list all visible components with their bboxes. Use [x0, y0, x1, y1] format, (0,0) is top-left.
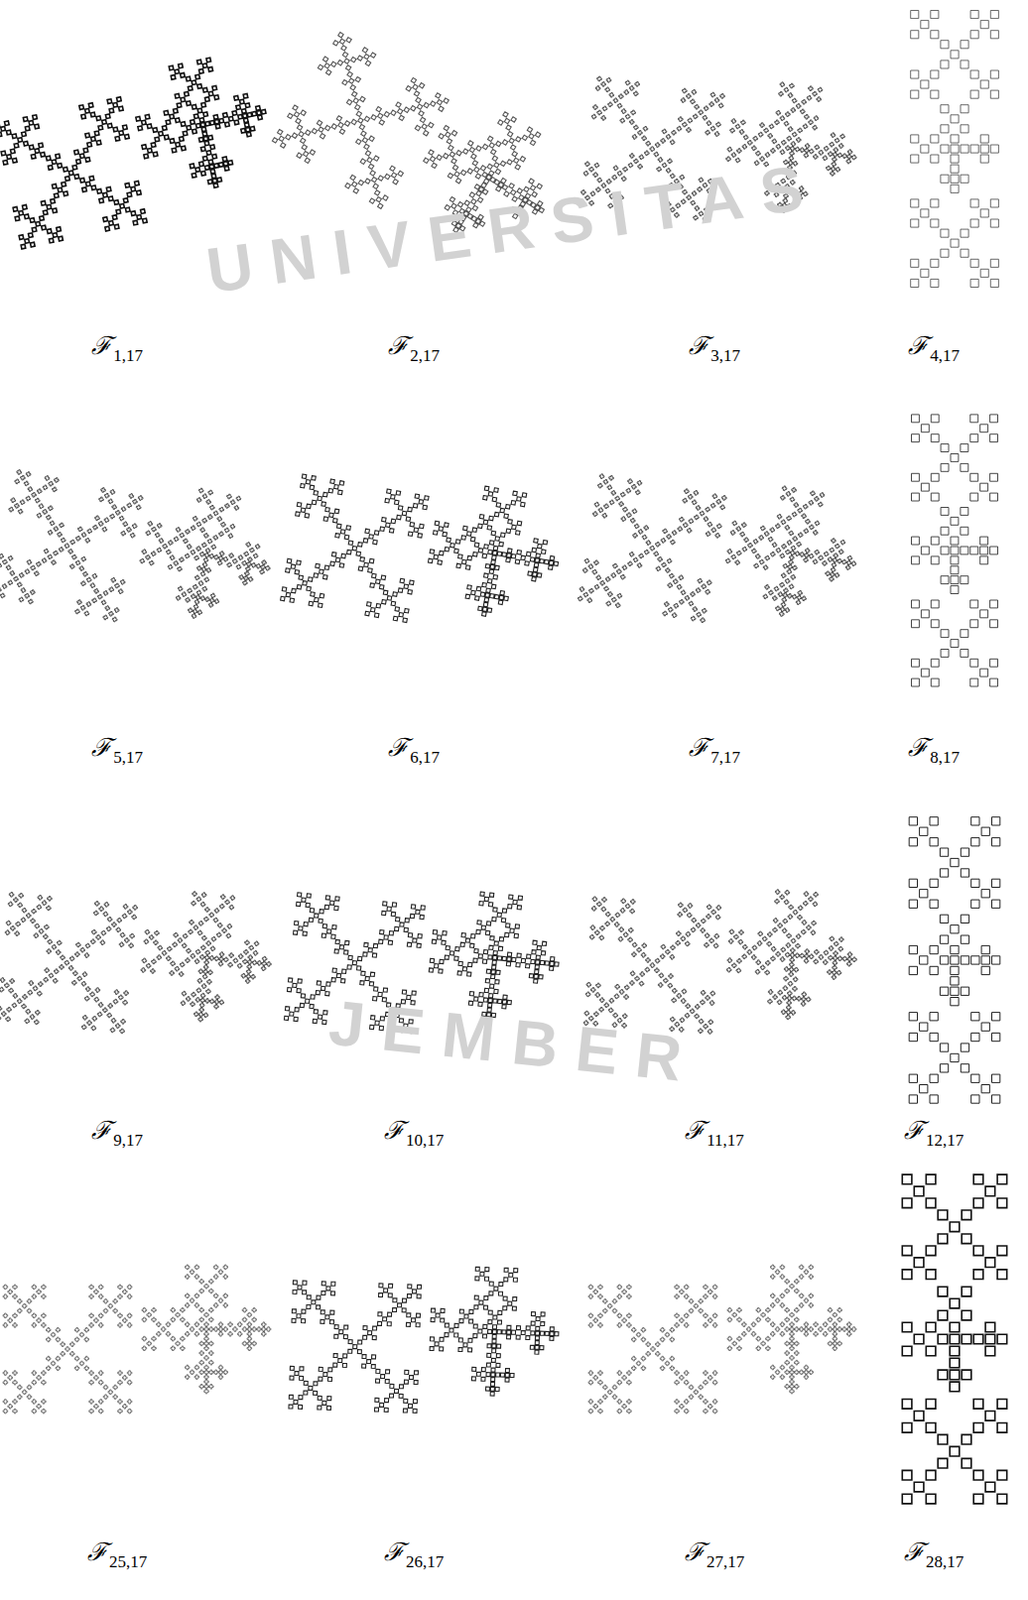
- figure-caption: ℱ28,17: [903, 1534, 964, 1568]
- subscript-index: 10,17: [405, 1131, 444, 1151]
- script-letter: ℱ: [903, 1538, 925, 1567]
- fractal-curve: [0, 48, 283, 250]
- figure-caption: ℱ2,17: [387, 327, 440, 362]
- script-letter: ℱ: [688, 733, 710, 763]
- script-letter: ℱ: [684, 1116, 706, 1146]
- figure-caption: ℱ10,17: [384, 1112, 444, 1147]
- fractal-curve: [908, 817, 1001, 1105]
- fractal-curve: [0, 872, 278, 1048]
- fractal-curve: [911, 414, 999, 687]
- figure-caption: ℱ6,17: [387, 729, 440, 764]
- script-letter: ℱ: [387, 331, 409, 361]
- fractal-curve: [588, 1265, 857, 1414]
- fractal-curve: [901, 1174, 1007, 1505]
- fractal-figure: [588, 1265, 857, 1414]
- figure-caption: ℱ26,17: [384, 1534, 444, 1568]
- script-letter: ℱ: [684, 1538, 706, 1567]
- figure-caption: ℱ12,17: [903, 1112, 964, 1147]
- subscript-index: 26,17: [405, 1552, 444, 1572]
- fractal-figure: [0, 48, 283, 250]
- watermark: UNIVERSITAS: [202, 148, 826, 308]
- figure-caption: ℱ7,17: [688, 729, 741, 764]
- subscript-index: 28,17: [925, 1552, 964, 1572]
- script-letter: ℱ: [688, 331, 710, 361]
- figure-caption: ℱ1,17: [91, 327, 143, 362]
- figure-caption: ℱ5,17: [91, 729, 143, 764]
- subscript-index: 1,17: [113, 346, 143, 366]
- fractal-figure: [901, 1174, 1007, 1505]
- script-letter: ℱ: [384, 1538, 405, 1567]
- script-letter: ℱ: [384, 1116, 405, 1146]
- script-letter: ℱ: [387, 733, 409, 763]
- script-letter: ℱ: [87, 1538, 109, 1567]
- fractal-curve: [280, 454, 570, 647]
- fractal-figure: [577, 454, 868, 647]
- subscript-index: 8,17: [929, 748, 960, 768]
- subscript-index: 11,17: [706, 1131, 745, 1151]
- figure-caption: ℱ27,17: [684, 1534, 745, 1568]
- fractal-figure: [280, 454, 570, 647]
- subscript-index: 2,17: [409, 346, 440, 366]
- script-letter: ℱ: [91, 331, 113, 361]
- figure-caption: ℱ3,17: [688, 327, 741, 362]
- fractal-curve: [0, 450, 284, 652]
- fractal-figure: [910, 10, 1000, 288]
- subscript-index: 25,17: [109, 1552, 147, 1572]
- script-letter: ℱ: [907, 733, 929, 763]
- figure-caption: ℱ11,17: [684, 1112, 745, 1147]
- subscript-index: 5,17: [113, 748, 143, 768]
- fractal-figure: [0, 872, 278, 1048]
- figure-caption: ℱ9,17: [91, 1112, 143, 1147]
- fractal-figure: [911, 414, 999, 687]
- script-letter: ℱ: [91, 733, 113, 763]
- figure-caption: ℱ8,17: [907, 729, 960, 764]
- script-letter: ℱ: [907, 331, 929, 361]
- subscript-index: 3,17: [710, 346, 741, 366]
- subscript-index: 4,17: [929, 346, 960, 366]
- fractal-curve: [577, 454, 868, 647]
- subscript-index: 6,17: [409, 748, 440, 768]
- script-letter: ℱ: [903, 1116, 925, 1146]
- subscript-index: 9,17: [113, 1131, 143, 1151]
- fractal-figure: [2, 1265, 271, 1414]
- subscript-index: 27,17: [706, 1552, 745, 1572]
- fractal-figure: [0, 450, 284, 652]
- fractal-curve: [910, 10, 1000, 288]
- fractal-figure: [908, 817, 1001, 1105]
- subscript-index: 12,17: [925, 1131, 964, 1151]
- watermark: JEMBER: [325, 986, 703, 1099]
- fractal-curve: [2, 1265, 271, 1414]
- subscript-index: 7,17: [710, 748, 741, 768]
- fractal-curve: [288, 1261, 561, 1418]
- fractal-figure: [288, 1261, 561, 1418]
- figure-caption: ℱ25,17: [87, 1534, 147, 1568]
- figure-caption: ℱ4,17: [907, 327, 960, 362]
- script-letter: ℱ: [91, 1116, 113, 1146]
